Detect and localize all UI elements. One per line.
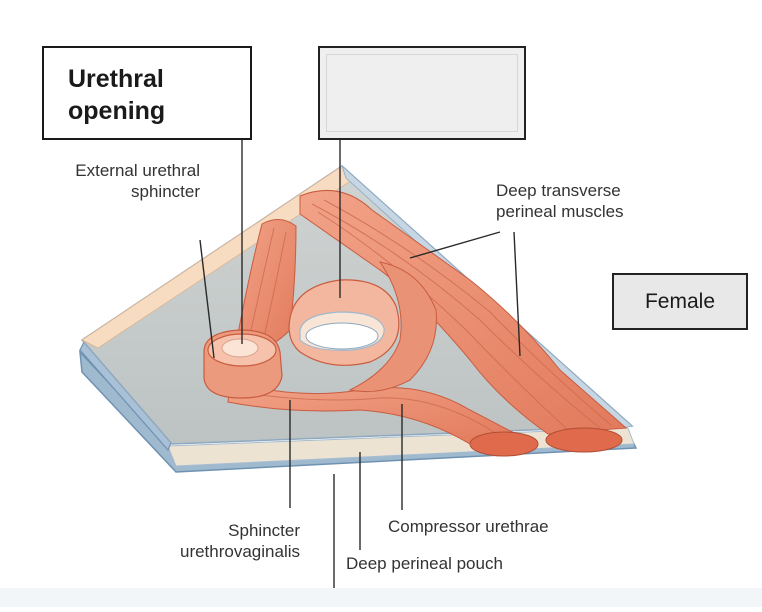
leader-deep-transverse-1 [409,231,501,259]
external-urethral-sphincter-label: External urethral sphincter [75,161,200,201]
urethral-opening-label-line2: opening [68,97,166,125]
sphincter-urethrovaginalis-label: Sphincter urethrovaginalis [179,521,300,561]
vaginal-opening [305,322,379,350]
leader-lines [199,140,521,588]
urethral-opening [221,338,259,358]
external-urethral-sphincter-fibers [235,219,297,353]
deep-transverse-perineal-label: Deep transverse perineal muscles [496,181,624,221]
urethral-opening-label-box: Urethral opening [42,46,252,140]
compressor-urethrae-label: Compressor urethrae [388,517,549,536]
blank-answer-box[interactable] [318,46,526,140]
deep-perineal-pouch-label: Deep perineal pouch [346,554,503,573]
compressor-band-right [348,261,437,393]
female-label-box: Female [612,273,748,330]
leader-deep-transverse-2 [513,231,521,357]
bottom-strip [0,588,762,607]
muscle-cut-end-right [545,427,623,453]
leader-external-urethral-sphincter [199,239,215,359]
blank-answer-field[interactable] [326,54,518,132]
urethral-opening-label-line1: Urethral [68,65,164,93]
muscle-cut-end-left [469,431,539,457]
